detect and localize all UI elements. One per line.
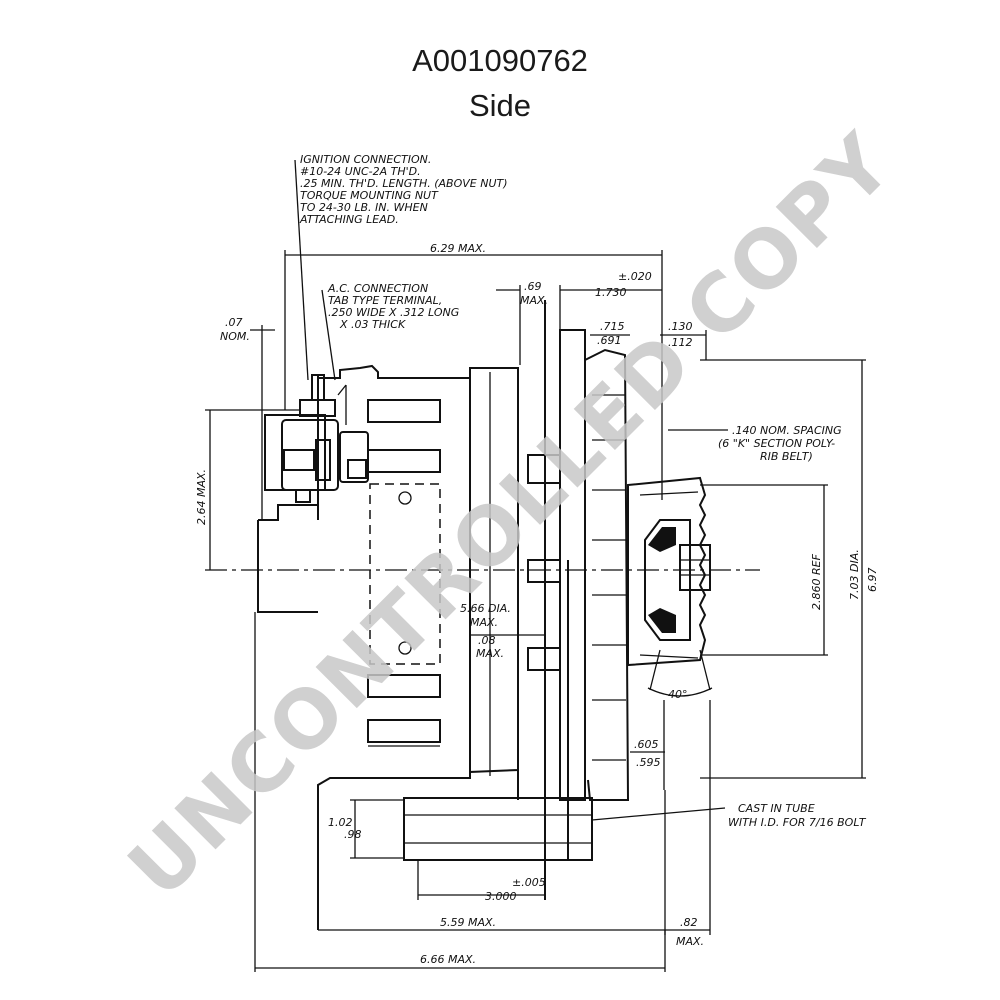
dim-691: .691 bbox=[597, 334, 622, 347]
dim-7-03: 7.03 DIA. bbox=[848, 549, 861, 600]
internal-rectifier-dashed bbox=[369, 483, 441, 665]
dim-2-860: 2.860 REF bbox=[810, 553, 823, 610]
dim-98: .98 bbox=[344, 828, 362, 841]
dim-130: .130 bbox=[668, 320, 693, 333]
ignition-note: IGNITION CONNECTION. #10-24 UNC-2A TH'D.… bbox=[299, 153, 508, 226]
housing-outline bbox=[257, 364, 519, 930]
belt-note-line: .140 NOM. SPACING bbox=[732, 424, 842, 437]
uncontrolled-copy-watermark: UNCONTROLLED COPY bbox=[111, 116, 911, 916]
dim-2-64: 2.64 MAX. bbox=[195, 469, 208, 525]
tube-note-line: WITH I.D. FOR 7/16 BOLT bbox=[728, 816, 867, 829]
ac-connection-note: A.C. CONNECTION TAB TYPE TERMINAL, .250 … bbox=[327, 282, 459, 331]
dim-69: .69 bbox=[524, 280, 542, 293]
fan-assembly bbox=[527, 329, 630, 801]
ignition-note-line: TO 24-30 LB. IN. WHEN bbox=[300, 201, 428, 214]
dim-6-97: 6.97 bbox=[866, 568, 879, 593]
tube-note-line: CAST IN TUBE bbox=[738, 802, 815, 815]
belt-note: .140 NOM. SPACING (6 "K" SECTION POLY- R… bbox=[718, 424, 842, 463]
dimension-lines bbox=[205, 159, 866, 972]
dim-605: .605 bbox=[634, 738, 659, 751]
dim-3-000: 3.000 bbox=[485, 890, 517, 903]
ac-note-line: .250 WIDE X .312 LONG bbox=[328, 306, 459, 319]
dim-6-29: 6.29 MAX. bbox=[430, 242, 486, 255]
dim-tol-020: ±.020 bbox=[618, 270, 652, 283]
pulley bbox=[627, 476, 711, 667]
dim-6-66: 6.66 MAX. bbox=[420, 953, 476, 966]
ignition-terminal-assembly bbox=[264, 374, 369, 503]
dim-08: .08 bbox=[478, 634, 496, 647]
ignition-note-line: ATTACHING LEAD. bbox=[299, 213, 399, 226]
drawing-title: A001090762 bbox=[412, 43, 588, 78]
dim-07: .07 bbox=[225, 316, 243, 329]
ac-note-line: A.C. CONNECTION bbox=[327, 282, 428, 295]
dim-82-max: MAX. bbox=[676, 935, 704, 948]
ac-note-line: X .03 THICK bbox=[339, 318, 406, 331]
dim-112: .112 bbox=[668, 336, 693, 349]
dim-08-max: MAX. bbox=[476, 647, 504, 660]
dim-715: .715 bbox=[600, 320, 625, 333]
belt-note-line: RIB BELT) bbox=[760, 450, 813, 463]
drawing-view-label: Side bbox=[468, 88, 532, 123]
ignition-note-line: TORQUE MOUNTING NUT bbox=[300, 189, 439, 202]
dim-82: .82 bbox=[680, 916, 698, 929]
dim-tol-005: ±.005 bbox=[512, 876, 546, 889]
ignition-note-line: IGNITION CONNECTION. bbox=[300, 153, 431, 166]
ignition-note-line: .25 MIN. TH'D. LENGTH. (ABOVE NUT) bbox=[300, 177, 508, 190]
dim-595: .595 bbox=[636, 756, 661, 769]
dim-1-02: 1.02 bbox=[328, 816, 353, 829]
dim-69-max: MAX. bbox=[520, 294, 548, 307]
dimension-labels: 6.29 MAX. .07 NOM. .69 MAX. ±.020 1.730 … bbox=[195, 242, 879, 966]
dim-5-66: 5.66 DIA. bbox=[460, 602, 511, 615]
dim-07-nom: NOM. bbox=[220, 330, 250, 343]
dim-1-730: 1.730 bbox=[595, 286, 627, 299]
dim-5-59: 5.59 MAX. bbox=[440, 916, 496, 929]
tube-note: CAST IN TUBE WITH I.D. FOR 7/16 BOLT bbox=[728, 802, 867, 829]
ac-note-line: TAB TYPE TERMINAL, bbox=[328, 294, 442, 307]
ignition-note-line: #10-24 UNC-2A TH'D. bbox=[300, 165, 421, 178]
dim-angle-40: 40° bbox=[668, 688, 688, 701]
mounting-foot bbox=[403, 300, 593, 900]
cooling-slots bbox=[367, 399, 441, 747]
dim-5-66-max: MAX. bbox=[470, 616, 498, 629]
belt-note-line: (6 "K" SECTION POLY- bbox=[718, 437, 835, 450]
